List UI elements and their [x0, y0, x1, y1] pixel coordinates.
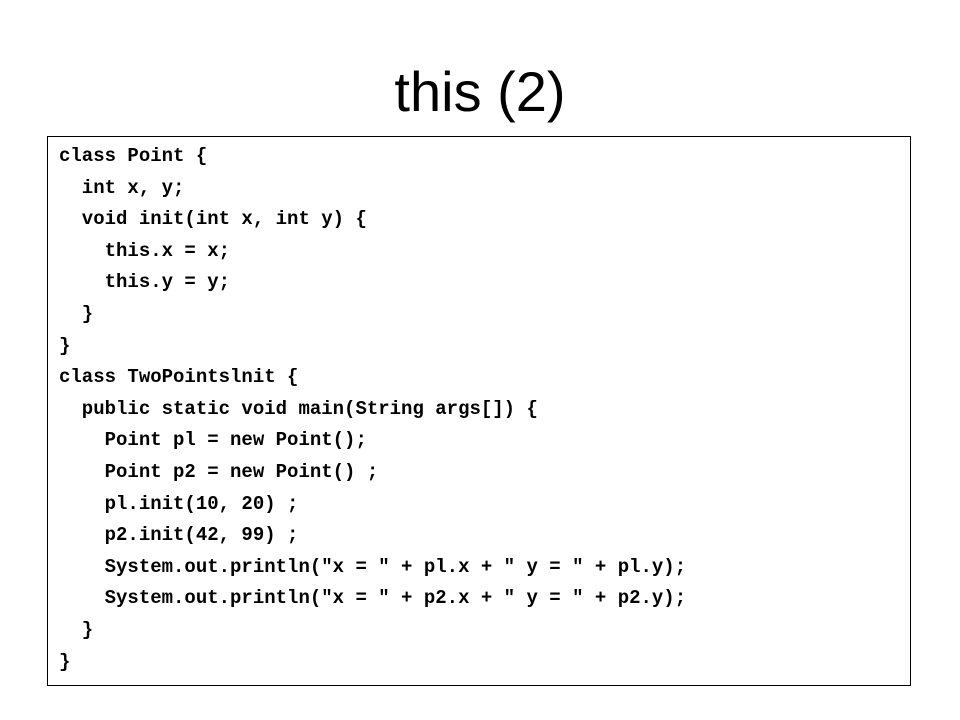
code-line: Point pl = new Point();	[59, 429, 367, 452]
code-line: }	[59, 650, 71, 673]
code-lines: class Point { int x, y; void init(int x,…	[59, 141, 686, 678]
code-line: }	[59, 302, 94, 325]
code-block: class Point { int x, y; void init(int x,…	[47, 136, 911, 686]
code-line: Point p2 = new Point() ;	[59, 460, 379, 483]
code-line: p2.init(42, 99) ;	[59, 524, 299, 547]
code-line: }	[59, 618, 94, 641]
code-line: System.out.println("x = " + p2.x + " y =…	[59, 587, 687, 610]
code-line: void init(int x, int y) {	[59, 208, 367, 231]
code-line: this.y = y;	[59, 271, 231, 294]
code-line: }	[59, 334, 71, 357]
code-line: System.out.println("x = " + pl.x + " y =…	[59, 555, 687, 578]
code-line: int x, y;	[59, 176, 185, 199]
code-line: public static void main(String args[]) {	[59, 397, 538, 420]
code-line: class Point {	[59, 145, 208, 167]
code-line: this.x = x;	[59, 239, 231, 262]
code-line: class TwoPointslnit {	[59, 366, 299, 389]
code-line: pl.init(10, 20) ;	[59, 492, 299, 515]
slide-title: this (2)	[394, 60, 566, 123]
